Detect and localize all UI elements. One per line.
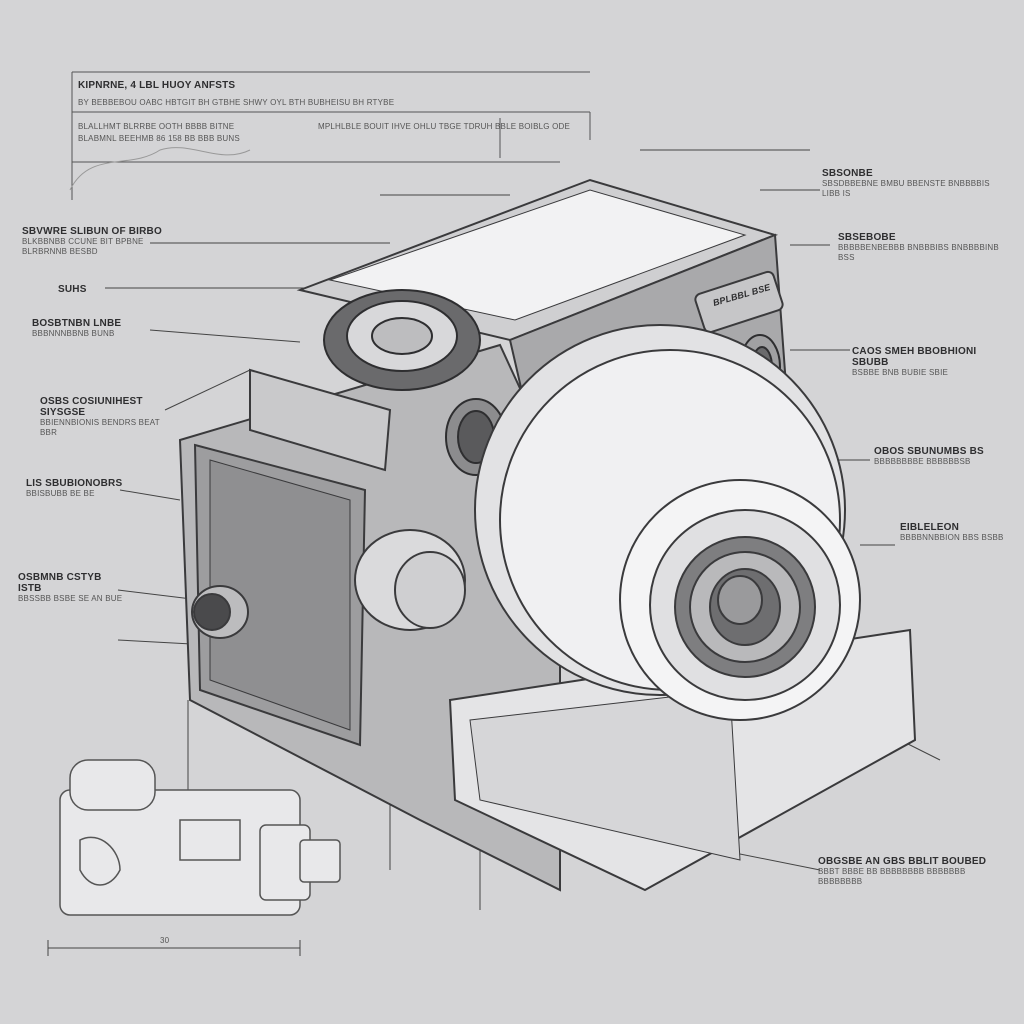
- dimension-line: [47, 940, 301, 956]
- callout-detail: BBBBNNBBION BBS BSBB: [900, 533, 1004, 542]
- callout-title: OBOS SBUNUMBS BS: [874, 446, 984, 457]
- viewfinder-eyepiece: [323, 289, 481, 391]
- callout-title: SBSONBE: [822, 168, 873, 179]
- callout-detail: BBBNNNBBNB BUNB: [32, 329, 115, 338]
- callout-title: EIBLELEON: [900, 522, 960, 533]
- callout-detail: BBBBBENBEBBB BNBBBIBS BNBBBBINB BSS: [838, 243, 999, 262]
- callout-right-6: OBGSBE AN GBS BBLIT BOUBED BBBT BBBE BB …: [818, 856, 1008, 887]
- callout-right-1: SBSONBE SBSDBBEBNE BMBU BBENSTE BNBBBBIS…: [822, 168, 1002, 199]
- callout-right-4: OBOS SBUNUMBS BS BBBBBBBBE BBBBBBSB: [874, 446, 1004, 467]
- callout-right-5: EIBLELEON BBBBNNBBION BBS BSBB: [900, 522, 1004, 543]
- callout-left-5: LIS SBUBIONOBRS BBISBUBB BE BE: [26, 478, 136, 499]
- callout-detail: BBBT BBBE BB BBBBBBBB BBBBBBB BBBBBBBB: [818, 867, 966, 886]
- callout-detail: BBBBBBBBE BBBBBBSB: [874, 457, 971, 466]
- callout-left-1: SBVWRE SLIBUN OF BIRBO BLKBBNBB CCUNE BI…: [22, 226, 162, 257]
- callout-title: CAOS SMEH BBOBHIONI SBUBB: [852, 346, 977, 368]
- callout-left-6: OSBMNB CSTYB ISTB BBSSBB BSBE SE AN BUE: [18, 572, 128, 604]
- header-note-3: MPLHLBLE BOUIT IHVE OHLU TBGE TDRUH BBLE…: [318, 122, 571, 131]
- callout-detail: BSBBE BNB BUBIE SBIE: [852, 368, 949, 377]
- callout-title: SBSEBOBE: [838, 232, 896, 243]
- callout-left-4: OSBS COSIUNIHEST SIYSGSE BBIENNBIONIS BE…: [40, 396, 170, 438]
- callout-title: OBGSBE AN GBS BBLIT BOUBED: [818, 856, 987, 867]
- mode-dial: [191, 529, 466, 639]
- callout-left-2: SUHS: [58, 284, 118, 295]
- header-note-1: BLALLHMT BLRRBE OOTH BBBB BITNE: [78, 122, 235, 131]
- dimension-value: 30: [160, 936, 170, 945]
- header-note-2: BLABMNL BEEHMB 86 158 BB BBB BUNS: [78, 134, 240, 143]
- callout-detail: BBISBUBB BE BE: [26, 489, 95, 498]
- callout-right-3: CAOS SMEH BBOBHIONI SBUBB BSBBE BNB BUBI…: [852, 346, 1002, 378]
- callout-left-3: BOSBTNBN LNBE BBBNNNBBNB BUNB: [32, 318, 152, 339]
- callout-detail: SBSDBBEBNE BMBU BBENSTE BNBBBBIS LIBB IS: [822, 179, 990, 198]
- header-title: KIPNRNE, 4 LBL HUOY ANFSTS: [78, 80, 236, 91]
- callout-title: SBVWRE SLIBUN OF BIRBO: [22, 226, 162, 237]
- callout-title: OSBS COSIUNIHEST SIYSGSE: [40, 396, 143, 418]
- callout-detail: BBSSBB BSBE SE AN BUE: [18, 594, 123, 603]
- callout-title: BOSBTNBN LNBE: [32, 318, 122, 329]
- callout-detail: BLKBBNBB CCUNE BIT BPBNE BLRBRNNB BESBD: [22, 237, 144, 256]
- main-lens: [474, 324, 861, 721]
- header-subtitle: BY BEBBEBOU OABC HBTGIT BH GTBHE SHWY OY…: [78, 98, 395, 107]
- callout-detail: BBIENNBIONIS BENDRS BEAT BBR: [40, 418, 160, 437]
- secondary-camera-view: [59, 759, 341, 916]
- callout-title: LIS SBUBIONOBRS: [26, 478, 123, 489]
- callout-title: SUHS: [58, 284, 87, 295]
- callout-right-2: SBSEBOBE BBBBBENBEBBB BNBBBIBS BNBBBBINB…: [838, 232, 1003, 263]
- title-block: [69, 71, 591, 200]
- callout-title: OSBMNB CSTYB ISTB: [18, 572, 102, 594]
